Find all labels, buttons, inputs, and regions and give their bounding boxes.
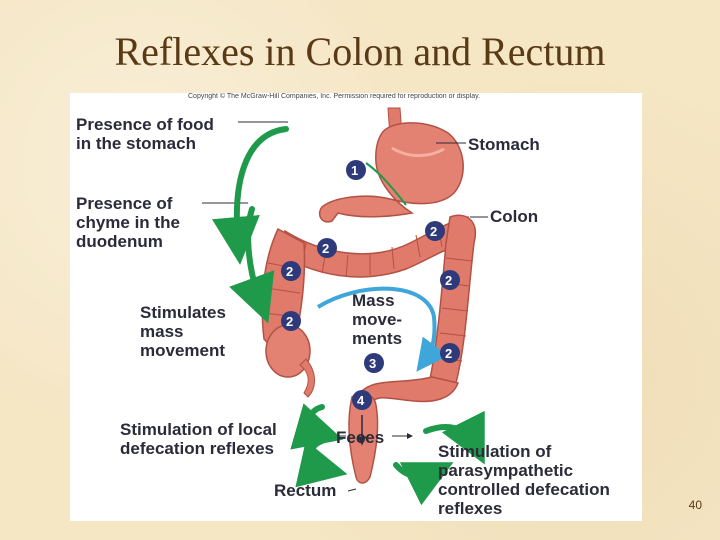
colon-reflex-diagram: Copyright © The McGraw-Hill Companies, I… [70, 93, 642, 521]
marker-2-e: 2 [286, 314, 294, 329]
sigmoid-colon [359, 376, 460, 407]
label-presence-food: Presence of food in the stomach [76, 115, 214, 153]
green-arrow-1 [211, 126, 289, 265]
slide-title: Reflexes in Colon and Rectum [114, 29, 606, 74]
marker-2-a: 2 [322, 241, 330, 256]
green-arrow-stomach [365, 162, 407, 206]
green-arrow-6 [393, 462, 454, 506]
label-parasympathetic: Stimulation of parasympathetic controlle… [438, 442, 610, 518]
label-stomach: Stomach [468, 135, 540, 154]
marker-circles [281, 160, 460, 410]
marker-2-c: 2 [286, 264, 294, 279]
label-colon: Colon [490, 207, 539, 226]
appendix [299, 358, 315, 398]
copyright-notice: Copyright © The McGraw-Hill Companies, I… [188, 93, 481, 100]
label-stimulates: Stimulates mass movement [140, 303, 226, 360]
marker-2-b: 2 [430, 224, 438, 239]
marker-4: 4 [357, 393, 365, 408]
anatomy-drawing [202, 107, 488, 506]
label-mass-movements: Mass move- ments [352, 291, 403, 348]
green-arrow-4 [295, 438, 348, 488]
marker-2-d: 2 [445, 273, 453, 288]
label-feces: Feces [336, 428, 385, 447]
page-number: 40 [688, 498, 702, 512]
mass-movement-arrow [316, 286, 449, 372]
green-arrow-3 [290, 403, 344, 450]
marker-3: 3 [369, 356, 377, 371]
leader-rectum [347, 488, 357, 492]
marker-1: 1 [351, 163, 359, 178]
green-arrow-2 [229, 206, 275, 324]
cecum [265, 324, 311, 378]
label-local-reflexes: Stimulation of local defecation reflexes [120, 420, 277, 458]
stomach [318, 122, 464, 223]
marker-2-f: 2 [445, 346, 453, 361]
green-arrow-5 [423, 410, 485, 465]
label-rectum: Rectum [274, 481, 337, 500]
label-presence-chyme: Presence of chyme in the duodenum [76, 194, 180, 251]
